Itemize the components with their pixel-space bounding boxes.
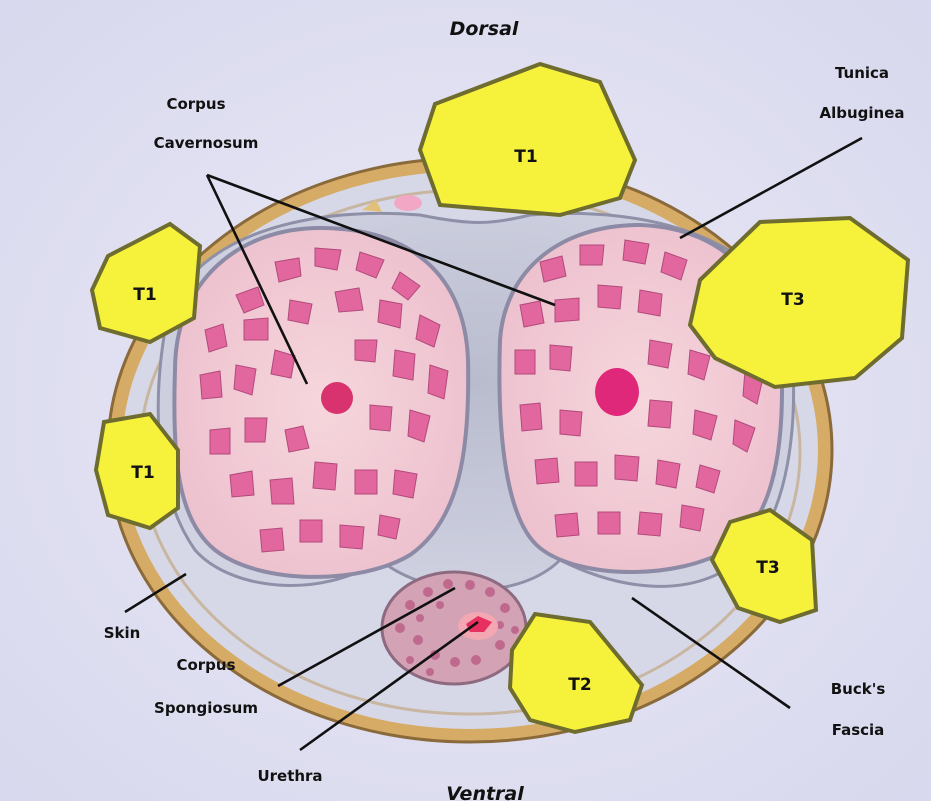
tumor-label-left-lower: T1 (131, 463, 154, 483)
label-tunica-albuginea-line2: Albuginea (819, 104, 904, 122)
tumor-label-right-lower: T3 (756, 558, 779, 578)
label-corpus-cavernosum-line1: Corpus (166, 95, 225, 113)
label-urethra: Urethra (257, 767, 322, 785)
tumor-label-dorsal: T1 (514, 147, 537, 167)
tumor-label-right-upper: T3 (781, 290, 804, 310)
left-deep-artery (321, 382, 353, 414)
orientation-top-label: Dorsal (450, 18, 519, 40)
tumor-label-left-upper: T1 (133, 285, 156, 305)
label-bucks-fascia-line1: Buck's (831, 680, 886, 698)
orientation-bottom-label: Ventral (446, 783, 524, 801)
label-corpus-cavernosum-line2: Cavernosum (154, 134, 259, 152)
dorsal-vein (394, 195, 422, 211)
label-bucks-fascia-line2: Fascia (832, 721, 885, 739)
label-skin: Skin (104, 624, 141, 642)
label-corpus-spongiosum-line1: Corpus (176, 656, 235, 674)
tumor-label-ventral: T2 (568, 675, 591, 695)
right-deep-artery (595, 368, 639, 416)
label-corpus-spongiosum-line2: Spongiosum (154, 699, 258, 717)
label-tunica-albuginea-line1: Tunica (835, 64, 889, 82)
